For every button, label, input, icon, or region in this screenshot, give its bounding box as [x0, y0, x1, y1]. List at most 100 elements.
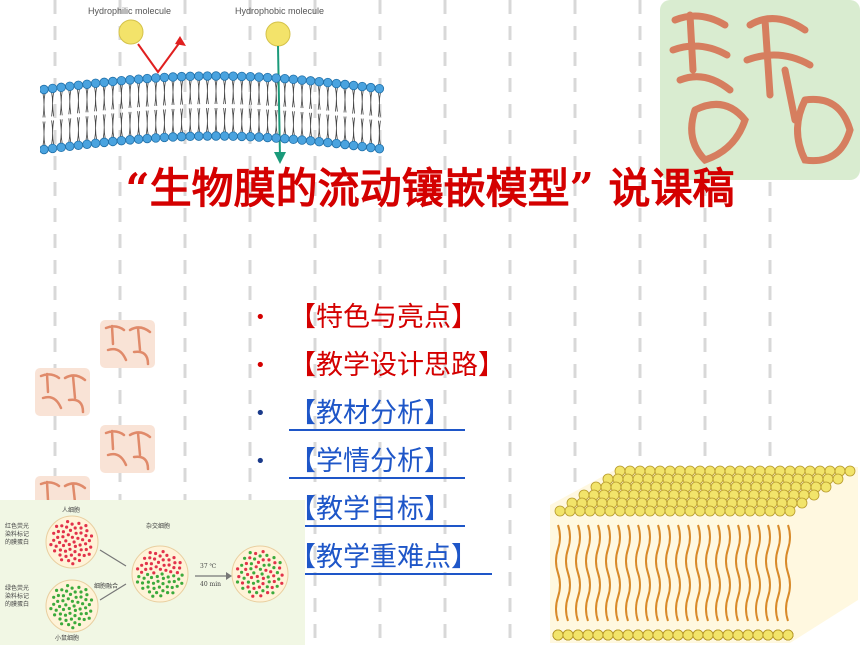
lipid-tail — [231, 108, 235, 133]
protein-dot — [165, 553, 169, 557]
lipid-tail — [266, 109, 269, 134]
block-head-bottom — [652, 629, 664, 641]
protein-dot — [246, 585, 250, 589]
lipid-head — [366, 82, 376, 93]
lipid-tail — [128, 111, 132, 136]
protein-dot — [248, 556, 252, 560]
block-head-bottom — [682, 629, 694, 641]
protein-dot — [136, 567, 140, 571]
lipid-tail — [266, 81, 269, 106]
protein-dot — [252, 571, 256, 575]
lipid-head — [40, 144, 49, 155]
protein-dot — [158, 567, 162, 571]
protein-dot — [272, 566, 276, 570]
protein-dot — [49, 607, 53, 611]
menu-item-textbook: •【教材分析】 — [255, 394, 505, 442]
block-tail — [725, 524, 731, 622]
protein-dot — [58, 553, 62, 557]
lipid-tail — [326, 114, 330, 139]
lipid-tail — [206, 107, 209, 133]
protein-dot — [52, 538, 56, 542]
link-textbook-analysis[interactable]: 【教材分析】 — [289, 398, 465, 431]
protein-dot — [161, 582, 165, 586]
protein-dot — [63, 549, 68, 553]
protein-dot — [67, 542, 71, 547]
membrane-permeability-diagram: Hydrophilic molecule Hydrophobic molecul… — [40, 6, 385, 164]
lipid-tail — [188, 80, 192, 105]
lipid-head — [65, 141, 75, 151]
protein-dot — [267, 580, 271, 584]
protein-dot — [257, 585, 261, 589]
bounce-arrow — [137, 41, 181, 74]
block-head-top — [564, 505, 576, 517]
protein-dot — [64, 539, 68, 543]
lipid-bilayer — [40, 71, 385, 155]
lipid-tail — [51, 92, 54, 117]
protein-dot — [156, 579, 160, 583]
protein-dot — [254, 551, 258, 556]
block-head-top — [734, 505, 746, 517]
protein-dot — [144, 567, 148, 571]
menu-label: 【教学设计思路】 — [289, 350, 505, 381]
protein-dot — [84, 534, 88, 538]
protein-dot — [77, 585, 81, 589]
temp-label: 37 ℃ — [200, 563, 217, 570]
protein-dot — [61, 543, 66, 548]
lipid-tail — [300, 111, 304, 137]
lipid-head — [305, 76, 316, 86]
lipid-tail — [317, 85, 321, 110]
human-cell-label: 人细胞 — [62, 506, 80, 514]
link-key-difficult-points[interactable]: 【教学重难点】 — [289, 542, 492, 575]
block-tail — [595, 524, 601, 622]
lipid-head — [228, 131, 238, 141]
protein-dot — [79, 526, 83, 530]
block-head-top — [644, 505, 656, 517]
lipid-tail — [102, 114, 106, 139]
protein-dot — [60, 524, 64, 528]
block-head-top — [624, 505, 636, 517]
lipid-head — [297, 135, 307, 145]
protein-dot — [61, 607, 66, 612]
seal-small-1 — [100, 320, 155, 368]
lipid-tail — [188, 108, 192, 133]
lipid-tail — [214, 107, 218, 133]
protein-dot — [173, 561, 177, 565]
link-teaching-objectives[interactable]: 【教学目标】 — [289, 494, 465, 527]
lipid-head — [254, 72, 264, 82]
protein-dot — [251, 594, 255, 598]
link-student-analysis[interactable]: 【学情分析】 — [289, 446, 465, 479]
menu-item-design: •【教学设计思路】 — [255, 346, 505, 394]
protein-dot — [275, 584, 279, 588]
protein-dot — [161, 589, 165, 593]
lipid-head — [305, 136, 316, 146]
protein-dot — [66, 533, 70, 537]
protein-dot — [77, 622, 82, 627]
bullet: • — [255, 451, 266, 472]
lipid-head — [56, 142, 66, 153]
protein-dot — [78, 543, 82, 547]
protein-dot — [55, 588, 59, 592]
lipid-tail — [335, 115, 338, 140]
protein-dot — [261, 589, 265, 593]
protein-dot — [142, 576, 146, 580]
protein-dot — [72, 540, 76, 544]
protein-dot — [64, 554, 68, 558]
lipid-head — [125, 135, 135, 145]
lipid-tail — [68, 118, 72, 143]
protein-dot — [58, 612, 63, 616]
block-head-top — [754, 505, 766, 517]
block-head-bottom — [692, 629, 704, 641]
hydrophilic-label: Hydrophilic molecule — [88, 6, 171, 16]
lipid-head — [176, 71, 187, 82]
protein-dot — [154, 551, 158, 556]
lipid-head — [142, 133, 152, 144]
protein-dot — [64, 603, 68, 607]
green-label-line: 的膜蛋白 — [5, 600, 29, 608]
lipid-tail — [257, 80, 261, 106]
protein-dot — [87, 539, 91, 543]
protein-dot — [278, 566, 282, 570]
protein-dot — [87, 552, 91, 556]
lipid-head — [348, 80, 359, 91]
protein-dot — [149, 567, 153, 571]
block-heads — [552, 465, 856, 641]
